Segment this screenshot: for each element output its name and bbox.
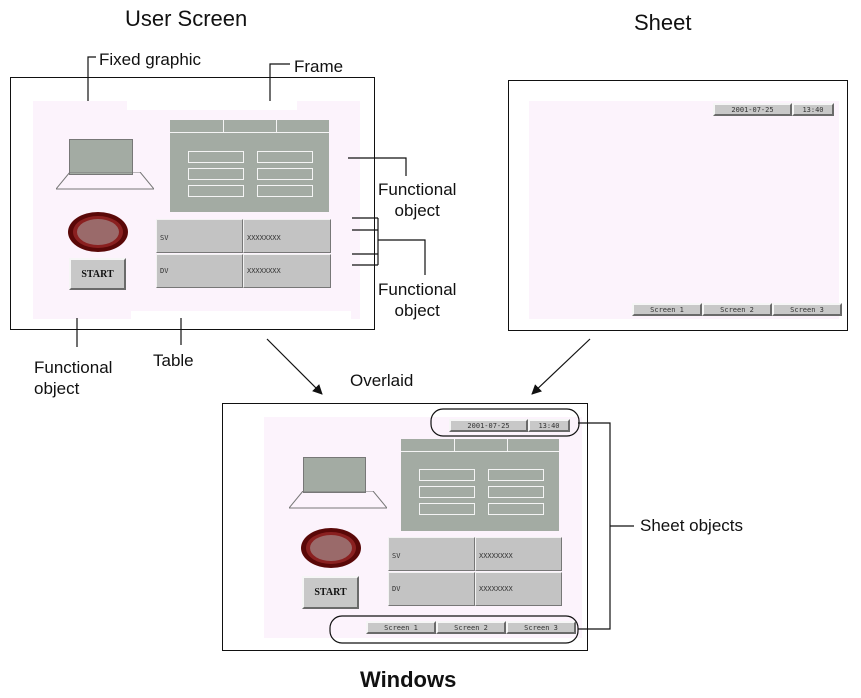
fixed-graphic-block [303,457,366,493]
pv-value-cell[interactable]: XXXXXXXX [243,254,331,288]
sheet-date: 2001-07-25 [713,103,792,116]
frame-header-tick-1 [223,120,224,133]
functional-object-label-right-1: Functional object [378,180,457,220]
table-label: Table [153,351,194,370]
bottom-sheet-objects-highlight [329,615,579,644]
pv-value-cell[interactable]: XXXXXXXX [475,572,562,606]
sheet-time: 13:40 [792,103,834,116]
table-bottom-gap [131,311,351,319]
sheet-heading: Sheet [634,10,692,35]
frame-header-tick-2 [276,120,277,133]
pv-label-cell: DV [388,572,475,606]
fixed-graphic-label: Fixed graphic [99,50,202,69]
frame-slot [419,469,475,481]
frame-slot [188,168,244,180]
functional-object-label-left: Functional object [34,358,113,398]
sheet-panel: 2001-07-25 13:40 Screen 1 Screen 2 Scree… [508,80,848,331]
pv-value: XXXXXXXX [247,267,281,275]
sheet-screen-1-button[interactable]: Screen 1 [632,303,702,316]
user-screen-heading: User Screen [125,6,248,31]
top-sheet-objects-highlight [430,408,580,437]
start-button[interactable]: START [302,576,359,609]
sheet-screen-3-button[interactable]: Screen 3 [772,303,842,316]
frame-slot [488,503,544,515]
sheet-area [529,101,839,319]
overlay-time: 13:40 [528,419,570,432]
frame-slot [188,185,244,197]
start-button[interactable]: START [69,258,126,290]
frame-header-line [401,451,559,452]
frame-slot [419,503,475,515]
overlay-date: 2001-07-25 [449,419,528,432]
frame-slot [488,486,544,498]
fixed-graphic-block [69,139,133,175]
frame-header-line [170,132,329,133]
user-screen-panel: START SV XXXXXXXX DV XXXXXXXX [10,77,375,330]
frame-slot [419,486,475,498]
lamp-icon [68,212,128,252]
sv-value: XXXXXXXX [247,234,281,242]
functional-object-1-leader [348,157,407,176]
sv-value-cell[interactable]: XXXXXXXX [475,537,562,571]
overlaid-heading: Overlaid [350,371,414,390]
pv-label: DV [160,267,169,275]
functional-object-2-leader [352,217,426,275]
fixed-graphic-base [56,172,154,190]
frame-slot [488,469,544,481]
frame-leader [269,63,290,101]
frame-slot [188,151,244,163]
frame-top-gap [127,100,297,110]
sv-label-cell: SV [156,219,243,253]
sv-value: XXXXXXXX [479,552,513,560]
user-screen-arrow [266,338,323,395]
sv-label: SV [160,234,169,242]
frame-slot [257,168,313,180]
frame-panel [170,120,329,212]
windows-panel: START SV XXXXXXXX DV XXXXXXXX 2001-07-25… [222,403,588,651]
pv-label-cell: DV [156,254,243,288]
sheet-screen-2-button[interactable]: Screen 2 [702,303,772,316]
overlay-screen-1-button[interactable]: Screen 1 [366,621,436,634]
frame-header-tick-1 [454,439,455,452]
sheet-objects-leader [578,422,634,630]
frame-slot [257,151,313,163]
fixed-graphic-leader [87,56,96,101]
frame-slot [257,185,313,197]
sv-label-cell: SV [388,537,475,571]
pv-value: XXXXXXXX [479,585,513,593]
windows-heading: Windows [360,667,457,692]
frame-label: Frame [294,57,344,76]
fixed-graphic-base [289,491,387,509]
sheet-arrow [531,338,591,395]
functional-object-label-right-2: Functional object [378,280,457,320]
overlay-screen-3-button[interactable]: Screen 3 [506,621,576,634]
sv-label: SV [392,552,401,560]
lamp-icon [301,528,361,568]
overlay-screen-2-button[interactable]: Screen 2 [436,621,506,634]
sv-value-cell[interactable]: XXXXXXXX [243,219,331,253]
pv-label: DV [392,585,401,593]
frame-panel [401,439,559,531]
frame-header-tick-2 [507,439,508,452]
sheet-objects-label: Sheet objects [640,516,744,535]
